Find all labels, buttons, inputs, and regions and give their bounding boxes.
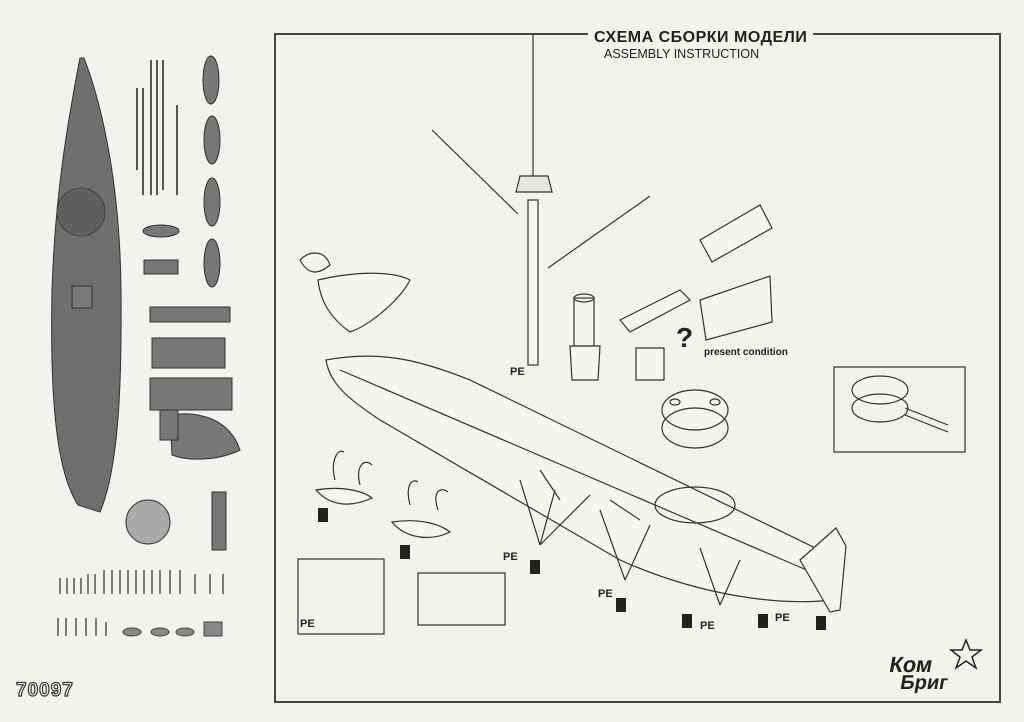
present-condition-note: present condition — [704, 347, 788, 358]
pe-label-aft: PE — [700, 620, 715, 632]
inset-gun-mounts — [417, 572, 506, 626]
title-english: ASSEMBLY INSTRUCTION — [604, 47, 760, 61]
small-parts — [57, 570, 224, 636]
lifeboats — [142, 55, 221, 288]
product-code: 70097 — [15, 679, 74, 701]
pe-label-supports: PE — [503, 551, 518, 563]
mast-rods — [136, 60, 178, 195]
title-russian: СХЕМА СБОРКИ МОДЕЛИ — [588, 29, 814, 47]
inset-pe-supports — [297, 558, 385, 635]
pe-label-stern: PE — [598, 588, 613, 600]
question-mark: ? — [676, 322, 694, 353]
pe-label-inset: PE — [300, 618, 315, 630]
hull-side-view — [325, 355, 841, 603]
pe-label-bow: PE — [775, 612, 790, 624]
inset-turret-present — [833, 366, 966, 453]
pe-label-deck: PE — [510, 366, 525, 378]
deck-parts — [125, 259, 241, 551]
